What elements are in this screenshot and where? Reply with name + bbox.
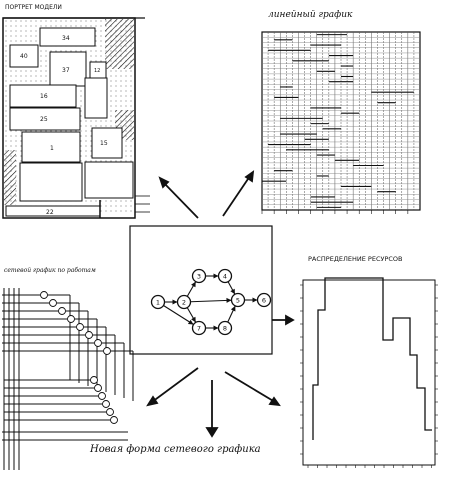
portrait-label-40: 40: [20, 53, 28, 60]
arrow-head-linear-chart: [244, 170, 255, 183]
network-edge: [190, 299, 232, 303]
network-edge-arrowhead: [230, 288, 235, 295]
linear-chart-grid: [261, 31, 421, 214]
network-node-label: 1: [156, 298, 160, 306]
works-node: [102, 400, 110, 408]
network-edge-arrowhead: [213, 325, 219, 331]
network-graph-panel: 1 2 3 4 5 6 7 8: [129, 225, 273, 355]
arrow-to-portrait: [162, 181, 199, 219]
arrow-head-works: [146, 395, 159, 407]
works-node: [76, 323, 84, 331]
arrow-head-portrait: [158, 176, 170, 189]
works-node: [58, 307, 66, 315]
portrait-label-16: 16: [40, 93, 48, 100]
new-form-caption: Новая форма сетевого графика: [89, 444, 261, 455]
network-node-label: 7: [197, 324, 201, 332]
network-edge-arrowhead: [252, 297, 258, 303]
works-node: [103, 347, 111, 355]
network-edge: [163, 305, 194, 325]
works-node: [49, 299, 57, 307]
portrait-caption: ПОРТРЕТ МОДЕЛИ: [5, 4, 62, 11]
network-node: [191, 268, 207, 284]
network-edge-arrowhead: [191, 281, 196, 288]
works-node: [40, 291, 48, 299]
portrait-label-22: 22: [46, 209, 54, 216]
portrait-label-15: 15: [100, 140, 108, 147]
arrow-head-resources: [285, 314, 295, 326]
works-node: [110, 416, 118, 424]
arrow-head-resource-bottom: [268, 396, 281, 407]
linear-chart-panel: линейный график: [261, 10, 421, 214]
arrow-to-linear-chart: [222, 175, 251, 217]
resource-histogram: [312, 277, 432, 440]
network-node-label: 8: [223, 324, 227, 332]
resource-distribution-panel: РАСПРЕДЕЛЕНИЕ РЕСУРСОВ: [300, 255, 438, 468]
network-edge-arrowhead: [226, 297, 232, 303]
portrait-label-37: 37: [62, 67, 70, 74]
connector-arrows: [146, 170, 295, 438]
network-edge-arrowhead: [191, 316, 196, 323]
network-edges: [163, 273, 258, 331]
network-node: [256, 292, 272, 308]
network-node: [191, 320, 207, 336]
network-node-label: 4: [223, 272, 227, 280]
arrow-head-new-form: [205, 427, 219, 438]
network-node: [217, 268, 233, 284]
works-node: [98, 392, 106, 400]
network-edge-arrowhead: [172, 299, 178, 305]
works-node: [106, 408, 114, 416]
portrait-label-1: 1: [50, 145, 54, 152]
works-network-panel: сетевой график по работам: [2, 267, 134, 470]
resource-caption: РАСПРЕДЕЛЕНИЕ РЕСУРСОВ: [308, 255, 402, 263]
arrow-to-resource-bottom: [224, 371, 276, 403]
arrow-to-works: [151, 367, 199, 403]
works-node: [90, 376, 98, 384]
works-node: [94, 384, 102, 392]
network-node: [150, 294, 166, 310]
network-node: [217, 320, 233, 336]
linear-chart-caption: линейный график: [268, 10, 353, 20]
network-node: [176, 294, 192, 310]
network-nodes: 1 2 3 4 5 6 7 8: [150, 268, 272, 336]
works-node: [67, 315, 75, 323]
network-node-label: 5: [236, 296, 240, 304]
works-node: [94, 339, 102, 347]
network-edge-arrowhead: [213, 273, 219, 279]
network-node-label: 3: [197, 272, 201, 280]
network-node: [230, 292, 246, 308]
works-node: [85, 331, 93, 339]
network-node-label: 6: [262, 296, 266, 304]
resource-axis-ticks: [300, 284, 438, 468]
works-network-lines: [2, 288, 134, 470]
portrait-label-12: 12: [94, 68, 100, 74]
model-portrait-panel: ПОРТРЕТ МОДЕЛИ 34 40 3: [2, 4, 150, 219]
portrait-label-25: 25: [40, 116, 48, 123]
portrait-label-34: 34: [62, 35, 70, 42]
network-node-label: 2: [182, 298, 186, 306]
network-edge-arrowhead: [187, 319, 194, 325]
works-caption: сетевой график по работам: [4, 267, 96, 274]
network-edge-arrowhead: [230, 305, 236, 312]
